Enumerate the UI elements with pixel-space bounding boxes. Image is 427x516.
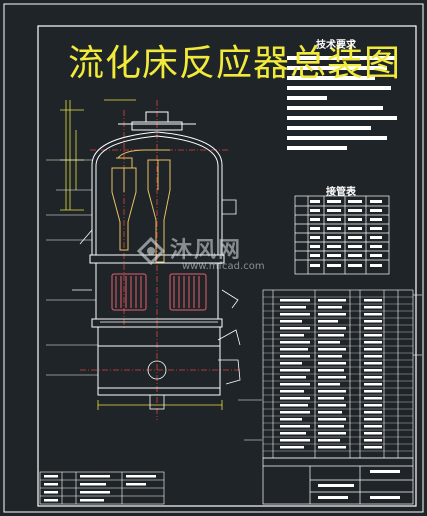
nozzle-table-marks [310, 200, 382, 267]
tech-requirements-label: 技术要求 [316, 40, 356, 51]
drawing-title: 流化床反应器总装图 [68, 43, 402, 84]
title-block-marks [318, 470, 400, 499]
tech-requirements-block [287, 56, 397, 150]
revision-block [39, 471, 165, 505]
revision-block-marks [44, 475, 156, 502]
watermark-url: www.mfcad.com [182, 261, 265, 272]
nozzle-table-label: 接管表 [326, 187, 356, 198]
heat-exchange-coils [111, 273, 207, 311]
left-leader-lines [46, 159, 98, 376]
parts-list-rows [263, 296, 413, 452]
inner-border [37, 25, 417, 507]
nozzle-table [294, 195, 390, 275]
title-block [262, 457, 414, 505]
watermark-logo-icon [136, 236, 166, 266]
cyclone-separators [111, 149, 171, 263]
reactor-internals [72, 199, 241, 410]
parts-list-marks [280, 299, 382, 449]
outer-border [3, 3, 424, 513]
watermark-brand: 沐风网 [170, 238, 243, 263]
side-leader-lines [238, 294, 422, 441]
